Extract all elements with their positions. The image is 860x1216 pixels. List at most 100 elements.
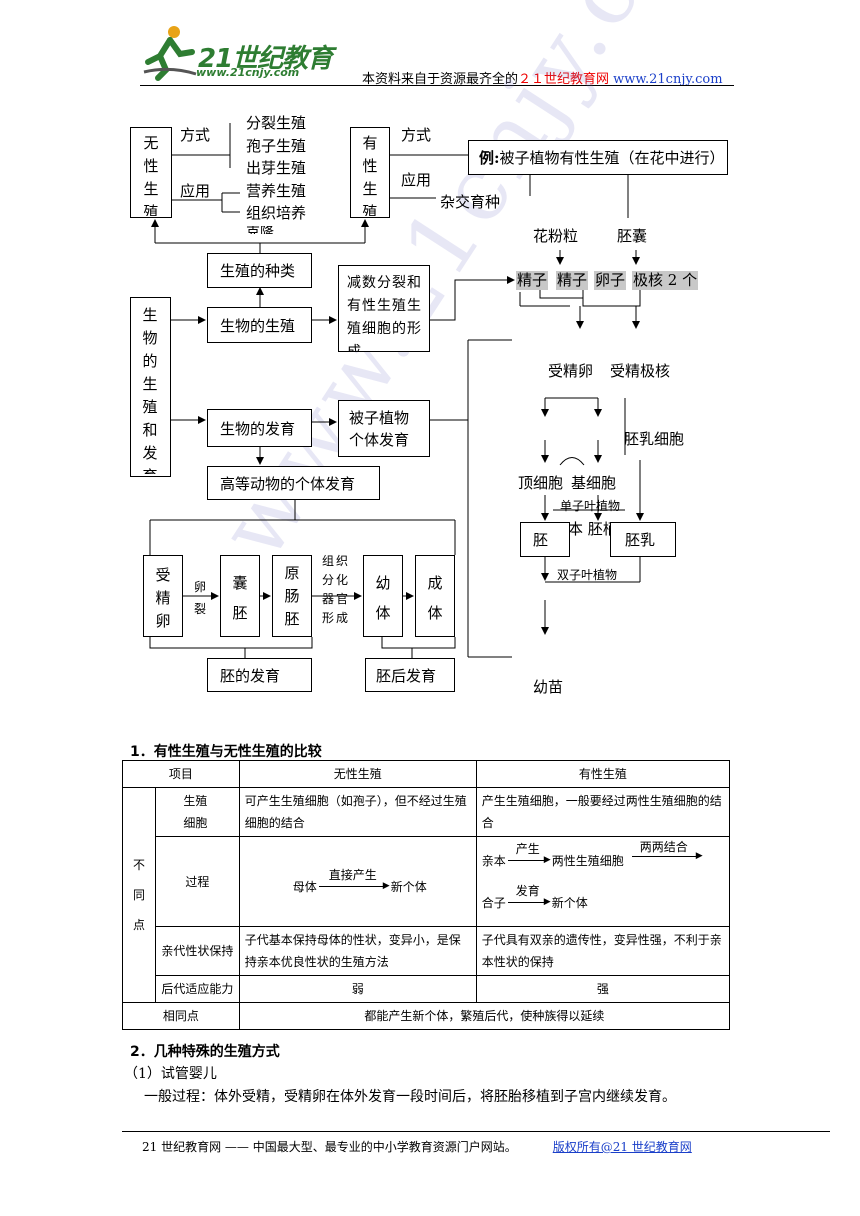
asexual-apply-label: 应用 xyxy=(180,182,211,200)
example-text: 例:被子植物有性生殖（在花中进行） xyxy=(479,151,725,166)
method-budding: 出芽生殖 xyxy=(246,159,307,177)
stage-adult-label: 成体 xyxy=(427,574,443,622)
method-spore: 孢子生殖 xyxy=(246,137,307,155)
stage-gastrula: 原肠胚 xyxy=(272,555,312,637)
pollen: 花粉粒 xyxy=(533,227,579,245)
example-box: 例:被子植物有性生殖（在花中进行） xyxy=(468,140,728,175)
bio-repro-label: 生物的生殖 xyxy=(220,317,296,335)
method-vegetative: 营养生殖 xyxy=(246,182,307,200)
bio-repro-box: 生物的生殖 xyxy=(207,307,312,343)
logo-brand: 21世纪教育 xyxy=(198,44,333,74)
header-note-prefix: 本资料来自于资源最齐全的 xyxy=(362,72,519,87)
table-head-item: 项目 xyxy=(122,760,240,788)
angio-dev-box: 被子植物个体发育 xyxy=(338,400,430,457)
row-trait-label: 亲代性状保持 xyxy=(155,926,240,976)
method-clone: 克隆 xyxy=(246,226,274,234)
row-cells-label-text: 生殖细胞 xyxy=(183,794,208,830)
diff-label: 不 同 点 xyxy=(122,787,156,1003)
sex-arrow3-label: 发育 xyxy=(515,883,540,898)
section2-title: 2．几种特殊的生殖方式 xyxy=(130,1044,280,1060)
footer-copyright-link[interactable]: 版权所有@21 世纪教育网 xyxy=(552,1140,692,1154)
header-note-brand[interactable]: ２１世纪教育网 xyxy=(518,72,610,87)
endosperm-label: 胚乳 xyxy=(625,531,656,549)
seedling: 幼苗 xyxy=(533,678,564,696)
header-note-url[interactable]: www.21cnjy.com xyxy=(613,72,723,87)
sexual-box: 有性生殖 xyxy=(350,127,390,218)
example-bold: 例: xyxy=(479,149,500,167)
fertilized-egg: 受精卵 xyxy=(548,362,594,380)
endosperm-box: 胚乳 xyxy=(610,522,676,557)
embryo-box: 胚 xyxy=(520,522,570,557)
row-adapt-sexual: 强 xyxy=(475,975,731,1003)
stage-gastrula-label: 原肠胚 xyxy=(284,564,300,628)
footer: 21 世纪教育网 —— 中国最大型、最专业的中小学教育资源门户网站。 版权所有@2… xyxy=(142,1138,692,1155)
row-process-sexual: 亲本 产生 ▶ 两性生殖细胞 两两结合 ▶ 合子 发育 ▶ 新个体 xyxy=(475,836,731,927)
meiosis-label: 减数分裂和有性生殖生殖细胞的形成 xyxy=(347,275,422,352)
diff-char-3: 点 xyxy=(132,918,145,932)
gamete-polar: 极核 2 个 xyxy=(632,271,699,290)
stage-blastula: 囊胚 xyxy=(220,555,260,637)
sex-process: 亲本 产生 ▶ 两性生殖细胞 两两结合 ▶ 合子 发育 ▶ 新个体 xyxy=(481,840,724,922)
asex-arrow-head-icon: ▶ xyxy=(382,880,390,891)
sex-arrow2-head-icon: ▶ xyxy=(695,850,703,861)
sex-zygote: 合子 xyxy=(481,895,506,910)
hybrid-breeding: 杂交育种 xyxy=(440,193,501,211)
gamete-egg: 卵子 xyxy=(594,271,627,290)
sex-arrow3 xyxy=(507,901,546,903)
method-fission: 分裂生殖 xyxy=(246,114,307,132)
repro-types-label: 生殖的种类 xyxy=(220,262,296,280)
sex-arrow1 xyxy=(507,859,546,861)
embryo-sac: 胚囊 xyxy=(617,227,648,245)
fertilized-polar: 受精极核 xyxy=(610,362,671,380)
apical-cell: 顶细胞 xyxy=(518,474,564,492)
stage-adult: 成体 xyxy=(415,555,455,637)
diagram-connectors xyxy=(149,123,644,658)
stage-zygote: 受精卵 xyxy=(143,555,183,637)
gamete-sperm-1: 精子 xyxy=(516,271,549,290)
table-head-asexual: 无性生殖 xyxy=(238,760,477,788)
bio-repro-dev-box: 生物的生殖和发育 xyxy=(130,297,171,477)
sexual-box-label: 有性生殖 xyxy=(362,134,378,216)
row-process-asexual: 母体 直接产生 ▶ 新个体 xyxy=(238,836,477,927)
asex-arrow xyxy=(318,885,385,887)
logo-url: www.21cnjy.com xyxy=(196,66,300,79)
embryo-label: 胚 xyxy=(533,531,549,549)
bio-repro-dev-label: 生物的生殖和发育 xyxy=(142,306,158,474)
section1-title: 1．有性生殖与无性生殖的比较 xyxy=(130,744,322,760)
post-dev-label: 胚后发育 xyxy=(376,667,437,685)
asex-arrow-label: 直接产生 xyxy=(328,867,377,882)
example-body: 被子植物有性生殖（在花中进行） xyxy=(499,149,725,167)
method-clone-clip: 克隆 xyxy=(246,226,286,234)
table-header-row: 项目 无性生殖 有性生殖 xyxy=(122,760,731,788)
footer-text: 21 世纪教育网 —— 中国最大型、最专业的中小学教育资源门户网站。 xyxy=(142,1140,517,1154)
logo-runner-icon xyxy=(140,22,200,86)
asex-parent: 母体 xyxy=(292,879,317,894)
stage-zygote-label: 受精卵 xyxy=(155,566,171,630)
organ-label: 组织分化器官形成 xyxy=(322,554,351,625)
stage-blastula-label: 囊胚 xyxy=(232,574,248,622)
sex-new: 新个体 xyxy=(551,895,588,910)
animal-dev-box: 高等动物的个体发育 xyxy=(207,466,380,500)
row-same-label: 相同点 xyxy=(122,1002,240,1030)
row-cells-label: 生殖细胞 xyxy=(155,787,240,837)
row-adapt-label: 后代适应能力 xyxy=(155,975,240,1003)
table-row: 不 同 点 生殖细胞 可产生生殖细胞（如孢子），但不经过生殖细胞的结合 产生生殖… xyxy=(122,787,731,1003)
method-tissue-culture: 组织培养 xyxy=(246,204,307,222)
animal-dev-label: 高等动物的个体发育 xyxy=(220,475,356,493)
diff-char-1: 不 xyxy=(132,858,145,872)
sexual-method-label: 方式 xyxy=(401,126,432,144)
section2-text1: 一般过程：体外受精，受精卵在体外发育一段时间后，将胚胎移植到子宫内继续发育。 xyxy=(144,1089,676,1105)
embryo-dev-box: 胚的发育 xyxy=(207,658,312,692)
repro-types-box: 生殖的种类 xyxy=(207,253,312,288)
gamete-sperm-2: 精子 xyxy=(556,271,589,290)
footer-divider xyxy=(122,1131,830,1132)
row-adapt-asexual: 弱 xyxy=(238,975,477,1003)
stage-larva: 幼体 xyxy=(363,555,403,637)
sex-arrow2 xyxy=(631,855,698,857)
asexual-method-label: 方式 xyxy=(180,126,211,144)
row-trait-sexual: 子代具有双亲的遗传性，变异性强，不利于亲本性状的保持 xyxy=(475,926,731,976)
row-cells-sexual: 产生生殖细胞，一般要经过两性生殖细胞的结合 xyxy=(475,787,731,837)
row-cells-asexual: 可产生生殖细胞（如孢子），但不经过生殖细胞的结合 xyxy=(238,787,477,837)
table-row: 过程 母体 直接产生 ▶ 新个体 亲本 产生 ▶ 两性生殖细胞 两两结合 ▶ 合… xyxy=(123,836,731,927)
asex-process: 母体 直接产生 ▶ 新个体 xyxy=(245,862,471,902)
